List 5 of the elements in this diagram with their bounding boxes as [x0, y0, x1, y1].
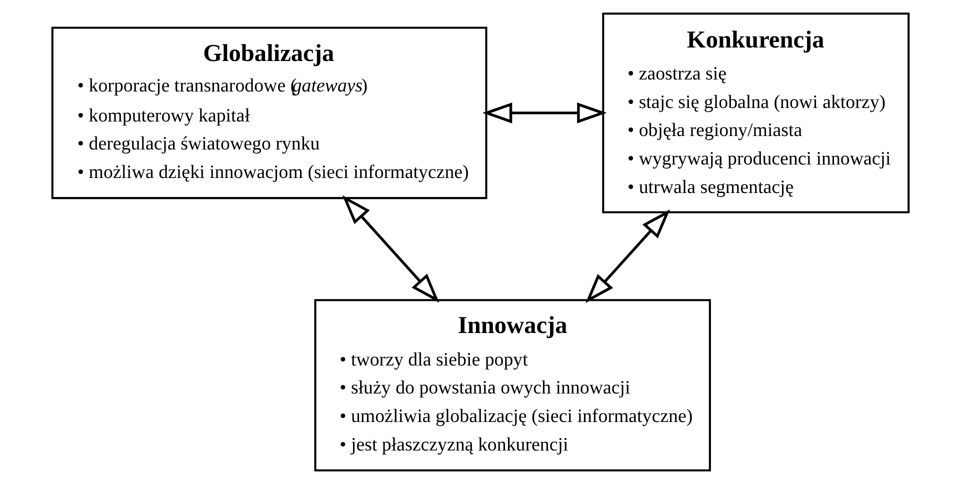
arrow	[584, 209, 670, 304]
node-box: Innowacja • tworzy dla siebie popyt • służy do powstania owych innowacji • umożliwia globalizację (sieci informatyczne) • jest płaszczyzną konkurencji	[314, 299, 710, 472]
arrow	[482, 102, 606, 124]
node-box: Konkurencja • zaostrza się • stajc się globalna (nowi aktorzy) • objęła regiony/miasta • wygrywają producenci innowacji • utrwala segmentację	[602, 12, 910, 214]
arrow	[342, 195, 439, 303]
